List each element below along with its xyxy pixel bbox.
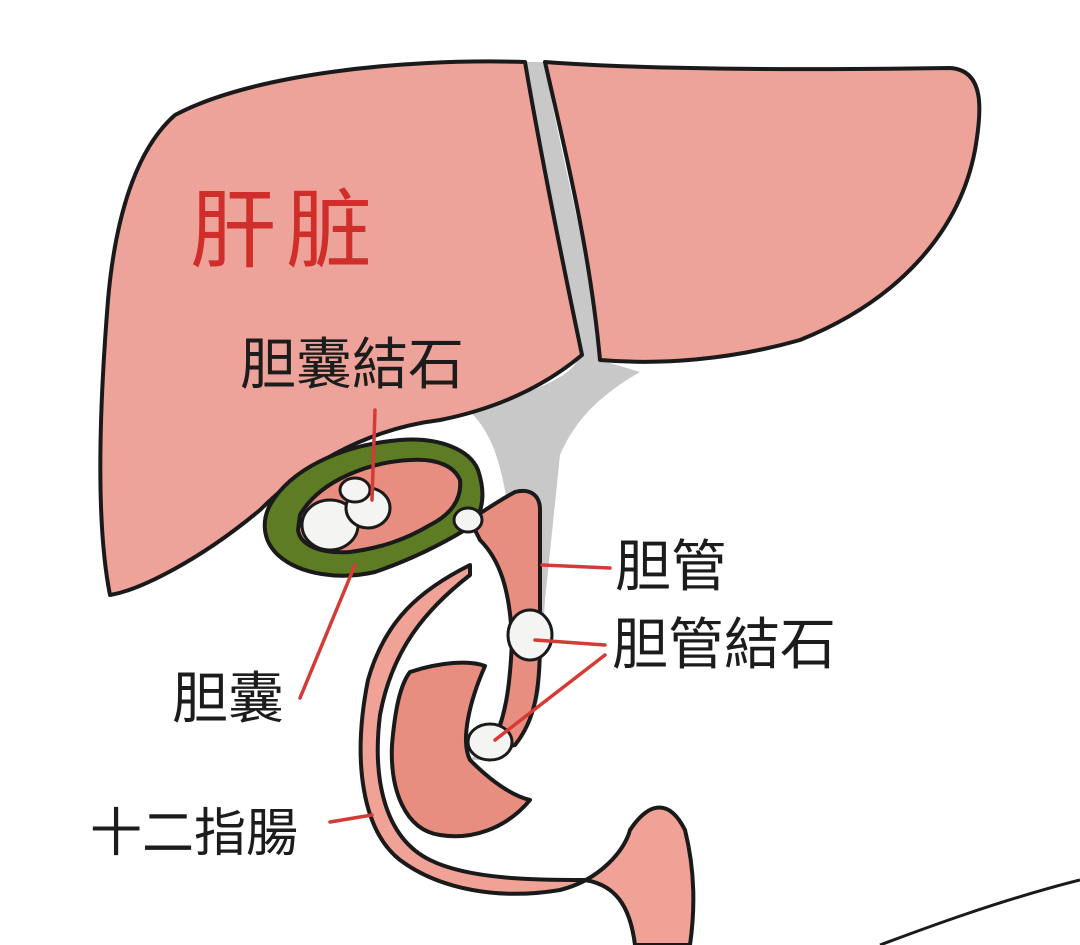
fissure-tissue bbox=[460, 62, 640, 760]
leader-bile-duct-stones-b bbox=[493, 653, 607, 742]
gallbladder-stones bbox=[300, 476, 484, 552]
duodenum-label: 十二指腸 bbox=[90, 804, 299, 864]
duodenum bbox=[358, 563, 696, 945]
gallstones-label: 胆囊結石 bbox=[240, 333, 464, 398]
gallstone bbox=[452, 506, 484, 534]
liver-label: 肝脏 bbox=[190, 181, 382, 281]
background-curve bbox=[879, 878, 1080, 945]
bile-duct-stones bbox=[466, 608, 554, 762]
leader-gallstones bbox=[370, 408, 377, 502]
leader-bile-duct bbox=[540, 563, 612, 570]
bile-duct-stone bbox=[466, 722, 514, 762]
liver-right-lobe bbox=[543, 60, 982, 364]
leader-gallbladder bbox=[298, 563, 357, 700]
bile-duct-label: 胆管 bbox=[615, 535, 727, 600]
liver-left-lobe bbox=[98, 59, 584, 597]
duodenum-inner-wall bbox=[389, 660, 532, 839]
gallbladder-label: 胆囊 bbox=[172, 667, 284, 732]
gallstone bbox=[338, 476, 372, 504]
leader-bile-duct-stones-a bbox=[533, 638, 607, 647]
leader-duodenum bbox=[328, 813, 374, 824]
bile-duct-stone bbox=[506, 608, 554, 662]
bile-duct-stones-label: 胆管結石 bbox=[612, 613, 836, 678]
